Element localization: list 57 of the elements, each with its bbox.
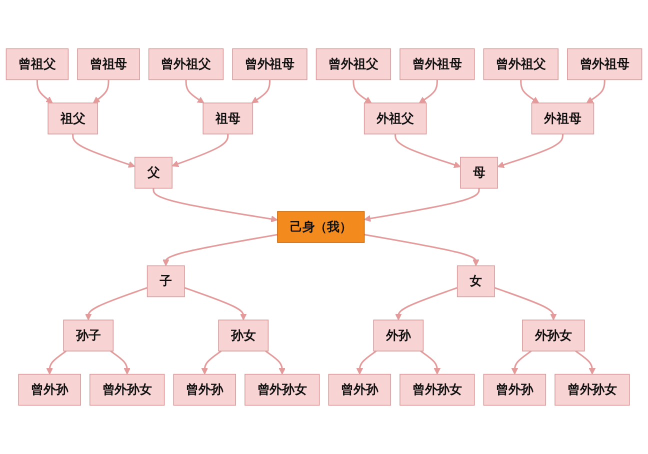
- arrow: [252, 80, 271, 104]
- node-box: 曾外孙女: [400, 374, 475, 406]
- arrow: [497, 134, 564, 168]
- node-box: 子: [146, 265, 185, 298]
- arrow: [586, 80, 606, 104]
- node-box: 外孙: [373, 320, 424, 352]
- arrow: [46, 350, 67, 375]
- arrow: [394, 134, 461, 168]
- node-box: 曾外祖母: [400, 48, 475, 80]
- arrow: [172, 134, 229, 168]
- arrow: [84, 287, 148, 320]
- node-box: 曾外祖母: [232, 48, 308, 80]
- arrow: [184, 287, 247, 320]
- arrow: [110, 350, 131, 375]
- arrow: [72, 134, 136, 168]
- node-box: 曾外祖母: [567, 48, 642, 80]
- arrow: [395, 287, 458, 320]
- node-box: 外祖父: [364, 102, 427, 134]
- arrow: [185, 80, 204, 104]
- node-box: 曾祖母: [77, 48, 140, 80]
- node-box: 孙子: [63, 320, 114, 352]
- arrow: [36, 80, 53, 104]
- arrow: [418, 80, 438, 104]
- arrow: [356, 350, 377, 375]
- arrow: [520, 80, 540, 104]
- arrow: [265, 350, 286, 375]
- node-box: 曾外孙女: [244, 374, 320, 406]
- arrow: [575, 350, 596, 375]
- node-box: 孙女: [218, 320, 269, 352]
- arrow: [420, 350, 441, 375]
- arrow: [162, 234, 278, 266]
- arrow: [494, 287, 557, 320]
- node-box: 己身（我）: [277, 211, 365, 243]
- node-box: 曾外孙: [173, 374, 236, 406]
- arrow: [364, 188, 480, 222]
- node-box: 曾外祖父: [148, 48, 224, 80]
- node-box: 祖母: [202, 102, 254, 134]
- node-box: 曾外孙: [18, 374, 81, 406]
- node-box: 曾外祖父: [483, 48, 558, 80]
- node-box: 外祖母: [531, 102, 594, 134]
- node-box: 曾外孙女: [90, 374, 165, 406]
- node-box: 曾外祖父: [316, 48, 392, 80]
- arrow: [352, 80, 372, 104]
- node-box: 曾外孙: [328, 374, 392, 406]
- node-box: 曾祖父: [6, 48, 69, 80]
- node-box: 母: [460, 156, 498, 189]
- arrow: [364, 234, 480, 266]
- node-box: 祖父: [48, 102, 98, 134]
- node-box: 曾外孙: [483, 374, 546, 406]
- arrow: [511, 350, 532, 375]
- node-box: 女: [456, 265, 495, 298]
- node-box: 外孙女: [522, 320, 585, 352]
- arrow: [92, 80, 110, 104]
- arrow: [152, 188, 278, 222]
- arrow: [201, 350, 222, 375]
- node-box: 曾外孙女: [554, 374, 630, 406]
- node-box: 父: [134, 156, 172, 189]
